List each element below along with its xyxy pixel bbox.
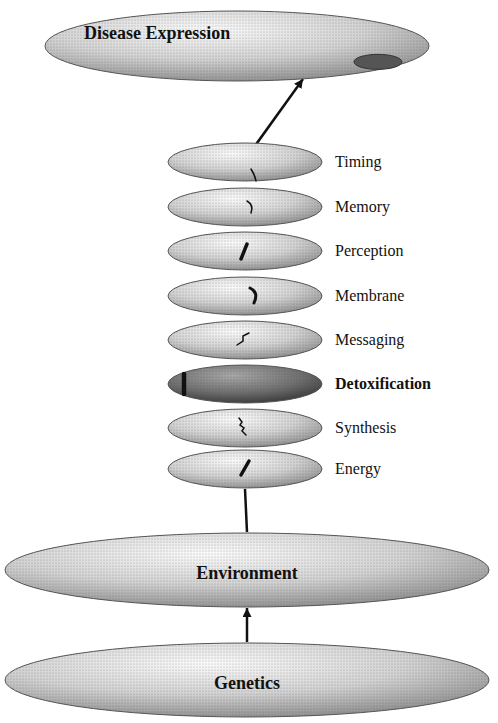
layer-label: Energy <box>335 459 381 479</box>
layer-label: Perception <box>335 241 403 261</box>
layer-disc: Detoxification <box>167 364 323 404</box>
connector <box>252 79 303 150</box>
layer-label: Timing <box>335 152 382 172</box>
level-label: Disease Expression <box>84 22 230 44</box>
ellipse-fill <box>168 143 322 181</box>
ellipse-fill <box>45 11 429 81</box>
ellipse-fill <box>168 365 322 403</box>
ellipse-fill <box>168 188 322 226</box>
level-ellipse: Environment <box>4 532 490 608</box>
lesion-mark <box>237 333 249 345</box>
layer-disc: Energy <box>167 449 323 489</box>
ellipse-outline <box>167 320 323 360</box>
level-ellipse: Genetics <box>4 642 490 718</box>
ellipse-outline <box>167 408 323 448</box>
lesion-mark <box>239 418 246 435</box>
ellipse-fill <box>168 321 322 359</box>
ellipse-fill <box>168 409 322 447</box>
level-label: Genetics <box>4 672 490 694</box>
ellipse-stipple <box>45 11 429 81</box>
layer-label: Synthesis <box>335 418 396 438</box>
ellipse-stipple <box>168 188 322 226</box>
ellipse-stipple <box>168 450 322 488</box>
ellipse-stipple <box>5 533 489 607</box>
layer-disc: Membrane <box>167 276 323 316</box>
connector <box>245 489 247 532</box>
level-ellipse: Disease Expression <box>44 10 430 82</box>
layer-disc: Timing <box>167 142 323 182</box>
layer-disc: Messaging <box>167 320 323 360</box>
lesion-mark <box>247 201 252 213</box>
ellipse-stipple <box>168 321 322 359</box>
lesion-mark <box>250 288 256 303</box>
ellipse-fill <box>168 450 322 488</box>
ellipse-outline <box>167 449 323 489</box>
ellipse-stipple <box>5 643 489 717</box>
ellipse-outline <box>44 10 430 82</box>
ellipse-stipple <box>168 409 322 447</box>
layer-label: Membrane <box>335 286 404 306</box>
layer-label: Detoxification <box>335 374 431 394</box>
layer-disc: Synthesis <box>167 408 323 448</box>
ellipse-stipple <box>168 277 322 315</box>
lesion-mark <box>241 244 247 259</box>
ellipse-stipple <box>168 143 322 181</box>
connector <box>246 608 249 642</box>
ellipse-fill <box>5 643 489 717</box>
lesion-spot <box>354 54 402 69</box>
layer-disc: Memory <box>167 187 323 227</box>
ellipse-fill <box>5 533 489 607</box>
layer-disc: Perception <box>167 231 323 271</box>
ellipse-outline <box>167 231 323 271</box>
layer-label: Messaging <box>335 330 404 350</box>
ellipse-stipple <box>168 232 322 270</box>
lesion-mark <box>241 461 249 475</box>
ellipse-outline <box>167 142 323 182</box>
level-label: Environment <box>4 562 490 584</box>
ellipse-outline <box>167 187 323 227</box>
ellipse-stipple <box>168 365 322 403</box>
ellipse-outline <box>167 276 323 316</box>
ellipse-fill <box>168 232 322 270</box>
lesion-mark <box>182 374 187 394</box>
layer-label: Memory <box>335 197 390 217</box>
ellipse-outline <box>167 364 323 404</box>
ellipse-fill <box>168 277 322 315</box>
lesion-mark <box>251 169 256 181</box>
